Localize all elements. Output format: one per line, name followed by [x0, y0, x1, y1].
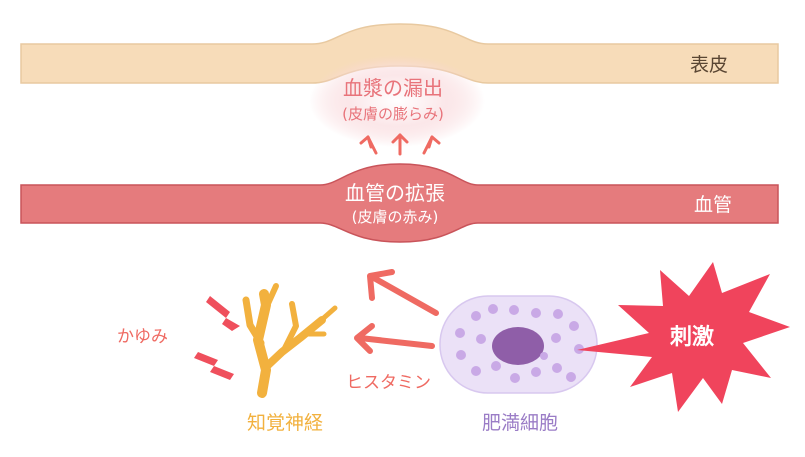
stimulus-label: 刺激 — [669, 325, 715, 350]
histamine-arrow-to-nerve — [354, 323, 435, 354]
mast-cell-nucleus — [492, 327, 544, 365]
itch-zigzag-icons — [194, 296, 240, 380]
epidermis-label: 表皮 — [690, 54, 729, 76]
vasodilation-title: 血管の拡張 — [345, 181, 445, 205]
histamine-arrows — [354, 269, 439, 354]
sensory-nerve-label: 知覚神経 — [246, 412, 324, 434]
plasma-arrows — [359, 133, 441, 156]
arrow-up-left — [359, 135, 378, 155]
mast-cell-label: 肥満細胞 — [481, 412, 559, 434]
itch-label: かゆみ — [117, 327, 168, 347]
vasodilation-subtitle: (皮膚の赤み) — [351, 208, 439, 226]
stimulus-burst-icon — [577, 262, 790, 412]
plasma-leak-glow — [309, 55, 485, 147]
plasma-leak-subtitle: (皮膚の膨らみ) — [342, 105, 444, 123]
plasma-leak-title: 血漿の漏出 — [343, 76, 443, 100]
blood-vessel-label: 血管 — [694, 194, 733, 216]
mast-cell-granules — [455, 304, 584, 383]
histamine-label: ヒスタミン — [346, 373, 431, 393]
zigzag-icon-upper — [206, 296, 240, 331]
arrow-up-center — [391, 133, 409, 156]
arrow-up-right — [422, 135, 441, 155]
mast-cell — [439, 295, 598, 394]
zigzag-icon-lower — [194, 352, 234, 380]
histamine-arrow-to-vessel — [367, 269, 439, 316]
sensory-nerve — [242, 283, 338, 398]
blood-vessel — [20, 163, 779, 243]
